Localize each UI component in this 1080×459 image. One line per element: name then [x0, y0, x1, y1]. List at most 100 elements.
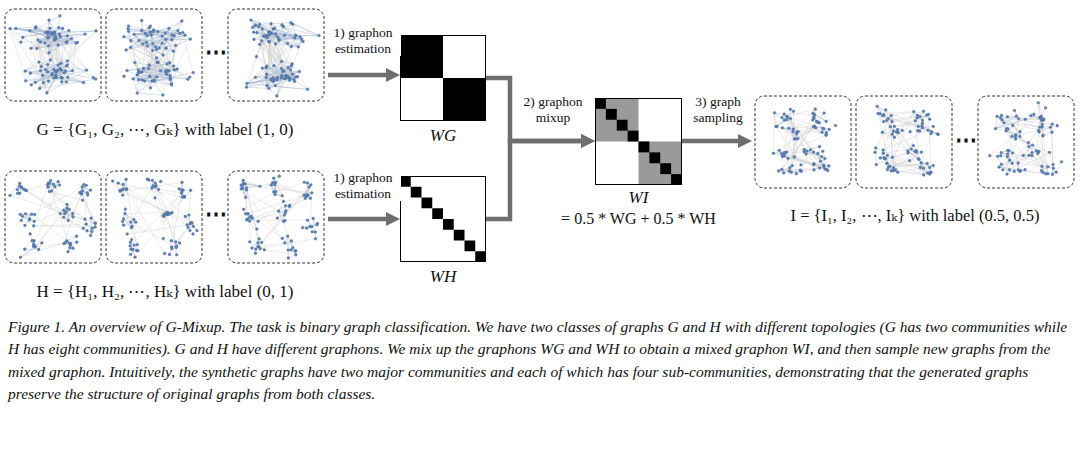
- graph-edge: [893, 131, 911, 149]
- graph-vertex: [891, 120, 894, 123]
- graph-vertex: [890, 114, 893, 117]
- graph-edge: [10, 29, 26, 81]
- graph-vertex: [151, 49, 154, 52]
- graph-vertex: [273, 183, 276, 186]
- graph-vertex: [129, 46, 132, 49]
- graph-vertex: [291, 73, 294, 76]
- graph-vertex: [82, 227, 85, 230]
- graph-edge: [259, 187, 309, 247]
- graph-vertex: [34, 27, 37, 30]
- graph-vertex: [180, 192, 183, 195]
- graph-vertex: [111, 180, 114, 183]
- graph-edge: [176, 39, 191, 45]
- graph-vertex: [121, 194, 124, 197]
- graph-vertex: [251, 26, 254, 29]
- graph-edge: [246, 87, 268, 88]
- graph-edge: [274, 66, 293, 74]
- graph-vertex: [161, 35, 164, 38]
- graph-thumbnail: [755, 96, 851, 188]
- graph-vertex: [168, 61, 171, 64]
- graph-vertex: [18, 185, 21, 188]
- graph-vertex: [28, 29, 31, 32]
- graph-vertex: [172, 65, 175, 68]
- graph-vertex: [294, 253, 297, 256]
- graph-vertex: [270, 22, 273, 25]
- graph-edge: [149, 180, 172, 247]
- graph-edge: [997, 116, 1023, 155]
- graph-vertex: [48, 19, 51, 22]
- graph-vertex: [920, 161, 923, 164]
- graph-edge: [785, 132, 793, 156]
- graph-edge: [173, 51, 174, 66]
- graph-edge: [142, 55, 163, 72]
- graph-vertex: [166, 62, 169, 65]
- graph-vertex: [882, 152, 885, 155]
- graph-vertex: [38, 87, 41, 90]
- graph-vertex: [181, 31, 184, 34]
- graph-vertex: [16, 192, 19, 195]
- graph-vertex: [793, 138, 796, 141]
- graph-edge: [784, 127, 813, 153]
- graph-edge: [125, 214, 137, 245]
- graph-vertex: [930, 130, 933, 133]
- graph-vertex: [161, 42, 164, 45]
- graph-edge: [794, 109, 815, 157]
- graph-vertex: [189, 229, 192, 232]
- graph-edge: [48, 64, 59, 65]
- graph-edge: [131, 31, 178, 48]
- graph-vertex: [187, 226, 190, 229]
- graph-vertex: [156, 61, 159, 64]
- graph-vertex: [34, 246, 37, 249]
- graph-vertex: [32, 243, 35, 246]
- graph-vertex: [53, 37, 56, 40]
- graph-vertex: [129, 244, 132, 247]
- graph-edge: [161, 182, 183, 191]
- graph-vertex: [66, 40, 69, 43]
- graph-vertex: [248, 220, 251, 223]
- graph-edge: [885, 151, 916, 159]
- graph-edges: [124, 21, 193, 95]
- graph-vertex: [290, 65, 293, 68]
- graph-vertex: [922, 110, 925, 113]
- graph-vertex: [125, 49, 128, 52]
- graph-vertex: [290, 21, 293, 24]
- graph-edges: [113, 179, 197, 257]
- graph-vertex: [287, 257, 290, 260]
- graph-vertex: [290, 240, 293, 243]
- graph-vertex: [68, 246, 71, 249]
- graph-thumbnail: [5, 9, 101, 101]
- graph-edge: [247, 74, 293, 83]
- graph-vertex: [65, 240, 68, 243]
- graph-edge: [20, 243, 65, 258]
- graph-vertex: [30, 47, 33, 50]
- graph-vertex: [168, 253, 171, 256]
- graph-vertex: [134, 221, 137, 224]
- graph-edge: [25, 38, 55, 71]
- graph-vertex: [122, 224, 125, 227]
- graph-edge: [882, 121, 886, 133]
- graph-edge: [64, 42, 77, 72]
- graph-vertex: [306, 182, 309, 185]
- graph-edge: [176, 228, 188, 242]
- graph-vertex: [16, 188, 19, 191]
- graph-edge: [10, 27, 36, 29]
- graph-vertex: [286, 235, 289, 238]
- graph-edge: [1029, 147, 1046, 174]
- graph-edge: [129, 26, 154, 31]
- graph-vertex: [138, 71, 141, 74]
- graph-vertex: [270, 184, 273, 187]
- graph-vertex: [792, 130, 795, 133]
- graph-edge: [48, 183, 72, 214]
- graph-edge: [313, 218, 315, 238]
- graph-vertex: [908, 159, 911, 162]
- graph-vertex: [881, 114, 884, 117]
- graph-vertex: [134, 256, 137, 259]
- graph-vertex: [148, 64, 151, 67]
- graph-vertex: [32, 225, 35, 228]
- graph-vertex: [54, 185, 57, 188]
- graph-vertex: [148, 75, 151, 78]
- graph-vertex: [62, 209, 65, 212]
- graph-vertex: [889, 125, 892, 128]
- graph-edge: [127, 225, 187, 234]
- graph-vertex: [72, 247, 75, 250]
